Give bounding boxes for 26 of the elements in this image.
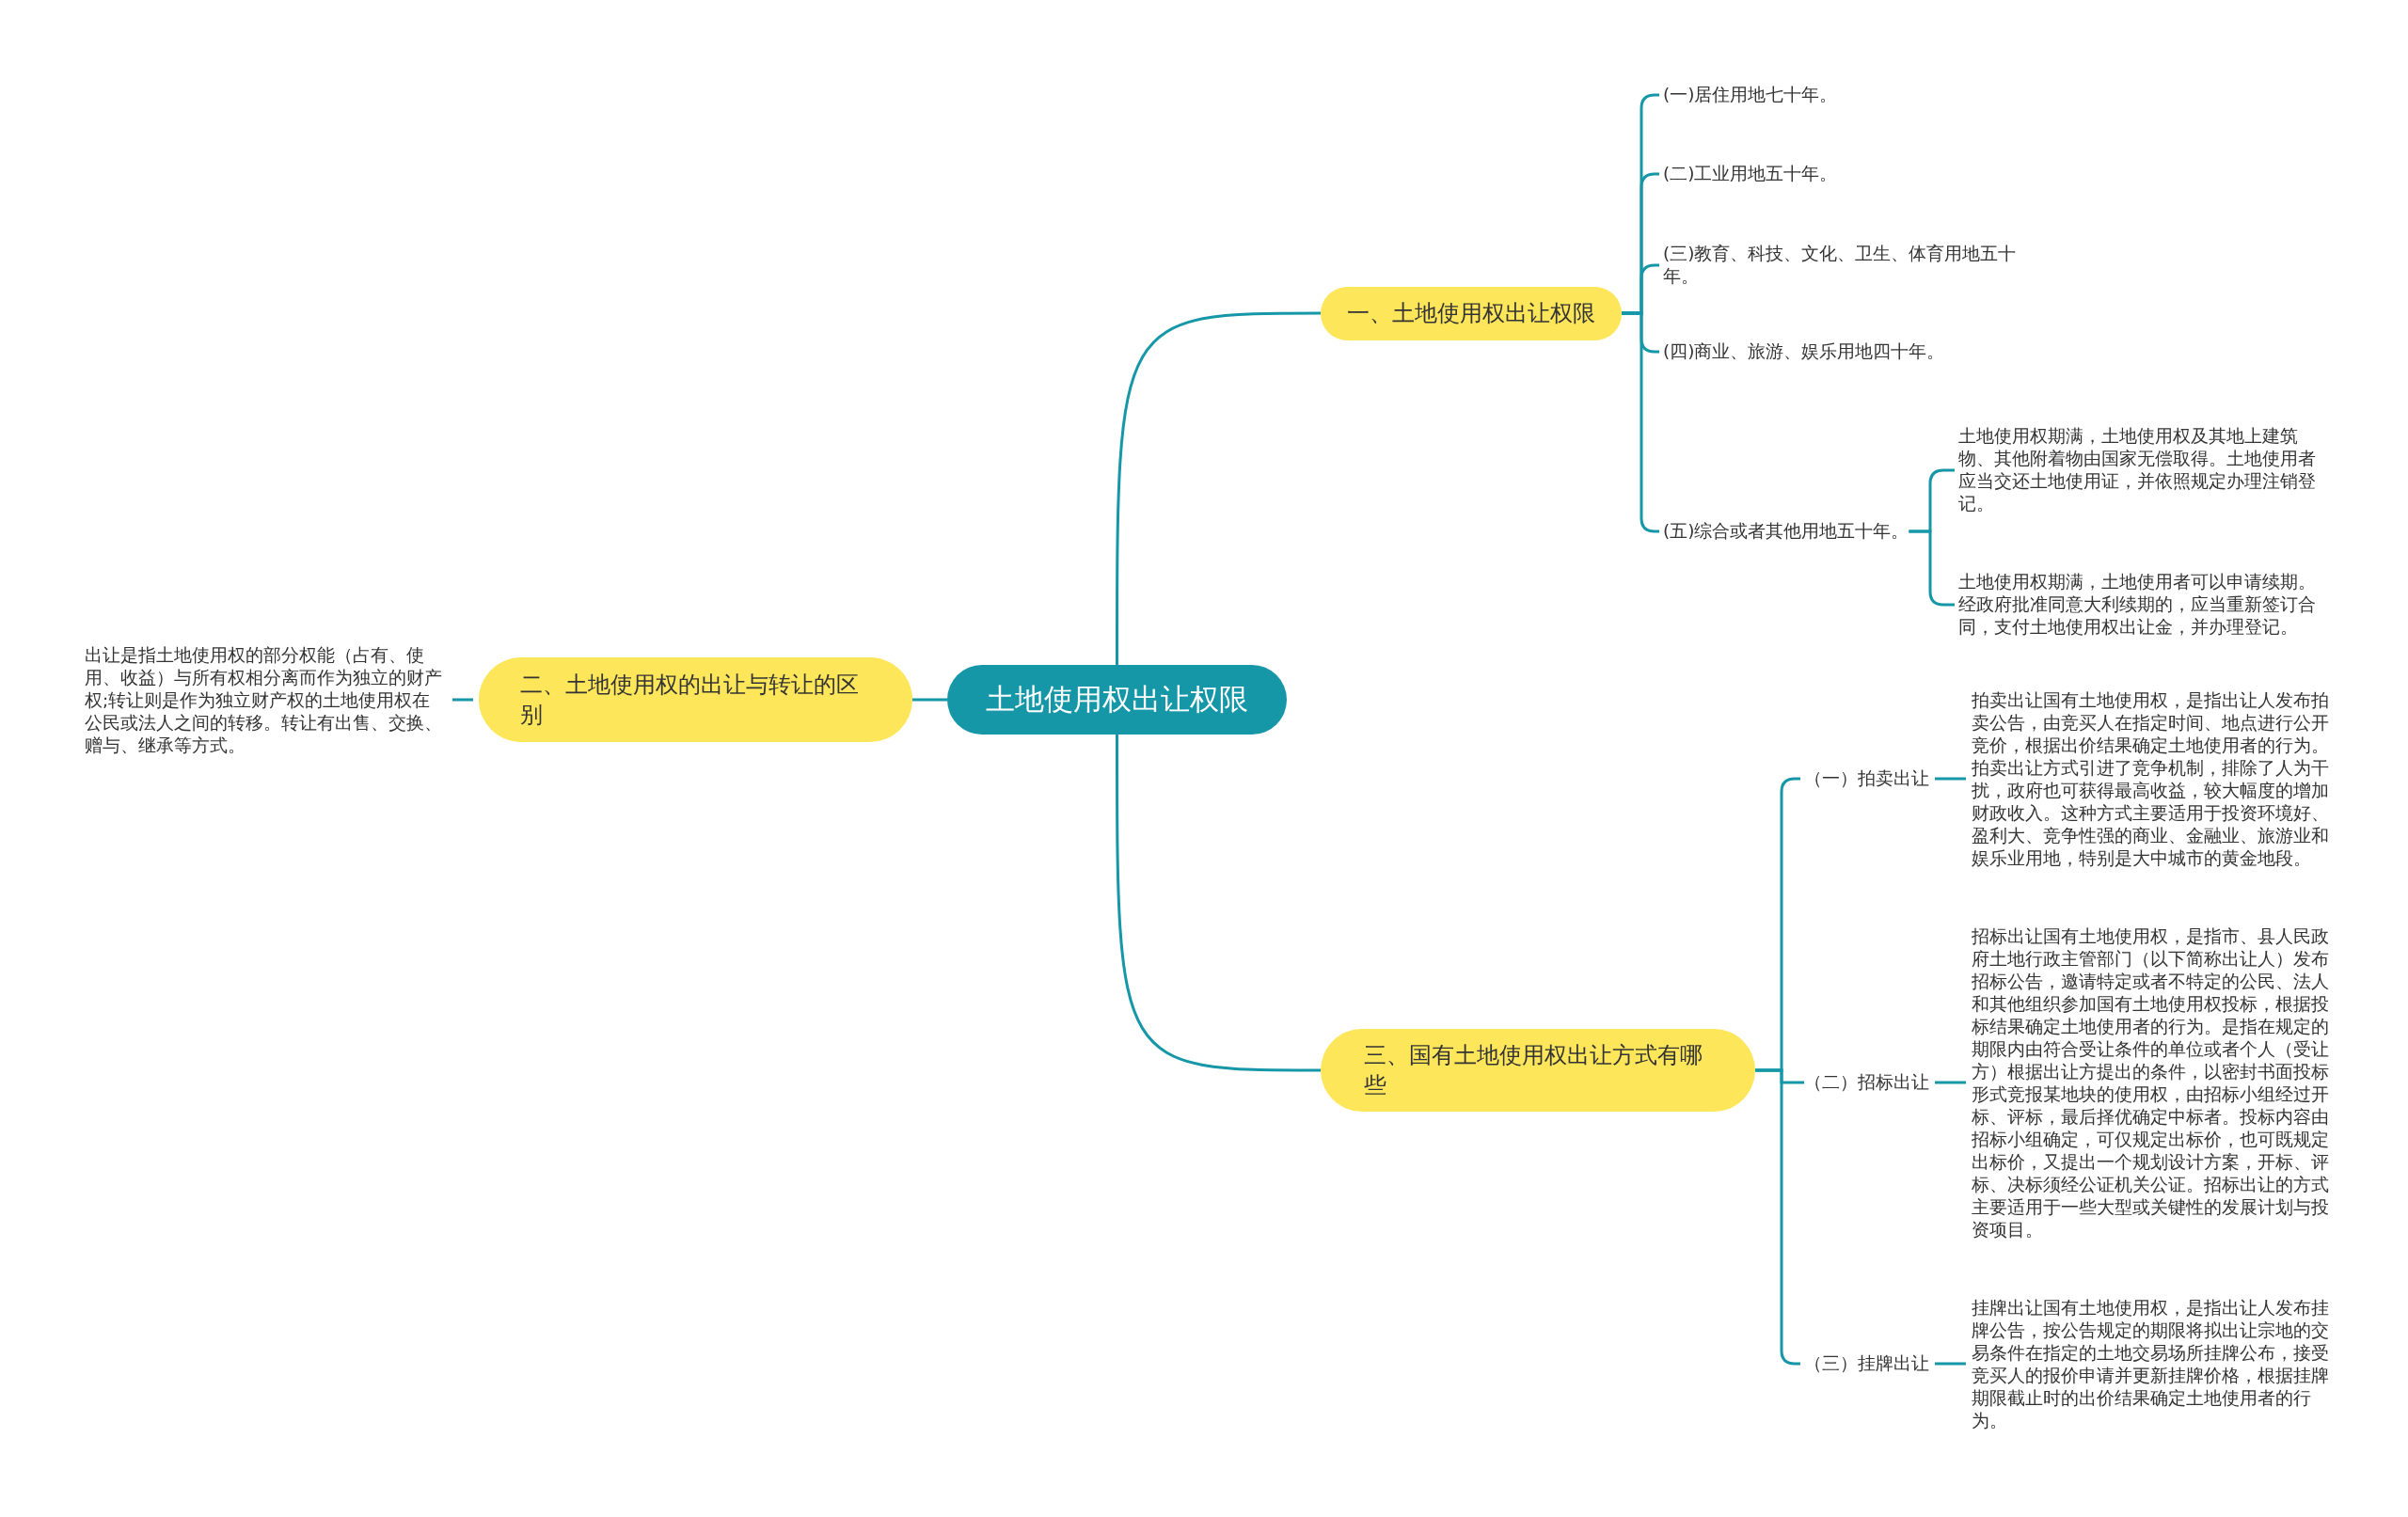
connector-line	[1935, 777, 1966, 781]
topic-label: 一、土地使用权出让权限	[1347, 299, 1595, 328]
connector-line	[1935, 1362, 1966, 1366]
topic-text: (四)商业、旅游、娱乐用地四十年。	[1663, 340, 1945, 363]
topic-text: 土地使用权期满，土地使用者可以申请续期。经政府批准同意大利续期的，应当重新签订合同，支付土地使用权出让金，并办理登记。	[1958, 571, 2321, 639]
topic-text: 招标出让国有土地使用权，是指市、县人民政府土地行政主管部门（以下简称出让人）发布招标公告，邀请特定或者不特定的公民、法人和其他组织参加国有土地使用权投标，根据投标结果确定土地使用者的行为。是指在规定的期限内由符合受让条件的单位或者个人（受让方）根据出让方提出的条件，以密封书面投标形式竞报某地块的使用权，由招标小组经过开标、评标，最后择优确定中标者。投标内容由招标小组确定，可仅规定出标价，也可既规定出标价，又提出一个规划设计方案，开标、评标、决标须经公证机关公证。招标出让的方式主要适用于一些大型或关键性的发展计划与投资项目。	[1972, 925, 2331, 1241]
connector-line	[1116, 311, 1321, 665]
topic-text: 出让是指土地使用权的部分权能（占有、使用、收益）与所有权相分离而作为独立的财产权;转让则是作为独立财产权的土地使用权在公民或法人之间的转移。转让有出售、交换、赠与、继承等方式。	[85, 644, 447, 757]
central-topic-text: 土地使用权出让权限	[986, 681, 1248, 718]
connector-line	[1935, 1081, 1966, 1084]
topic-text: 拍卖出让国有土地使用权，是指出让人发布拍卖公告，由竞买人在指定时间、地点进行公开竞价，根据出价结果确定土地使用者的行为。拍卖出让方式引进了竞争机制，排除了人为干扰，政府也可获得最高收益，较大幅度的增加财政收入。这种方式主要适用于投资环境好、盈利大、竞争性强的商业、金融业、旅游业和娱乐业用地，特别是大中城市的黄金地段。	[1972, 689, 2331, 870]
topic-pill	[1321, 286, 1622, 340]
topic-text: 土地使用权期满，土地使用权及其地上建筑物、其他附着物由国家无偿取得。土地使用者应当交还土地使用证，并依照规定办理注销登记。	[1958, 425, 2321, 515]
topic-text: （二）招标出让	[1804, 1071, 1929, 1094]
connector-line	[1116, 735, 1321, 1072]
topic-text: (三)教育、科技、文化、卫生、体育用地五十年。	[1663, 243, 2020, 288]
topic-text: （三）挂牌出让	[1804, 1352, 1929, 1375]
connector-line	[912, 698, 947, 702]
connector-line	[452, 698, 473, 702]
topic-label: 二、土地使用权的出让与转让的区别	[520, 671, 860, 730]
topic-text: 挂牌出让国有土地使用权，是指出让人发布挂牌公告，按公告规定的期限将拟出让宗地的交易条件在指定的土地交易场所挂牌公布，接受竞买人的报价申请并更新挂牌价格，根据挂牌期限截止时的出价结果确定土地使用者的行为。	[1972, 1297, 2331, 1432]
topic-text: （一）拍卖出让	[1804, 767, 1929, 790]
topic-text: (二)工业用地五十年。	[1663, 163, 1838, 185]
topic-label: 三、国有土地使用权出让方式有哪些	[1364, 1041, 1703, 1100]
topic-text: (五)综合或者其他用地五十年。	[1663, 520, 1909, 543]
topic-text: (一)居住用地七十年。	[1663, 84, 1838, 106]
